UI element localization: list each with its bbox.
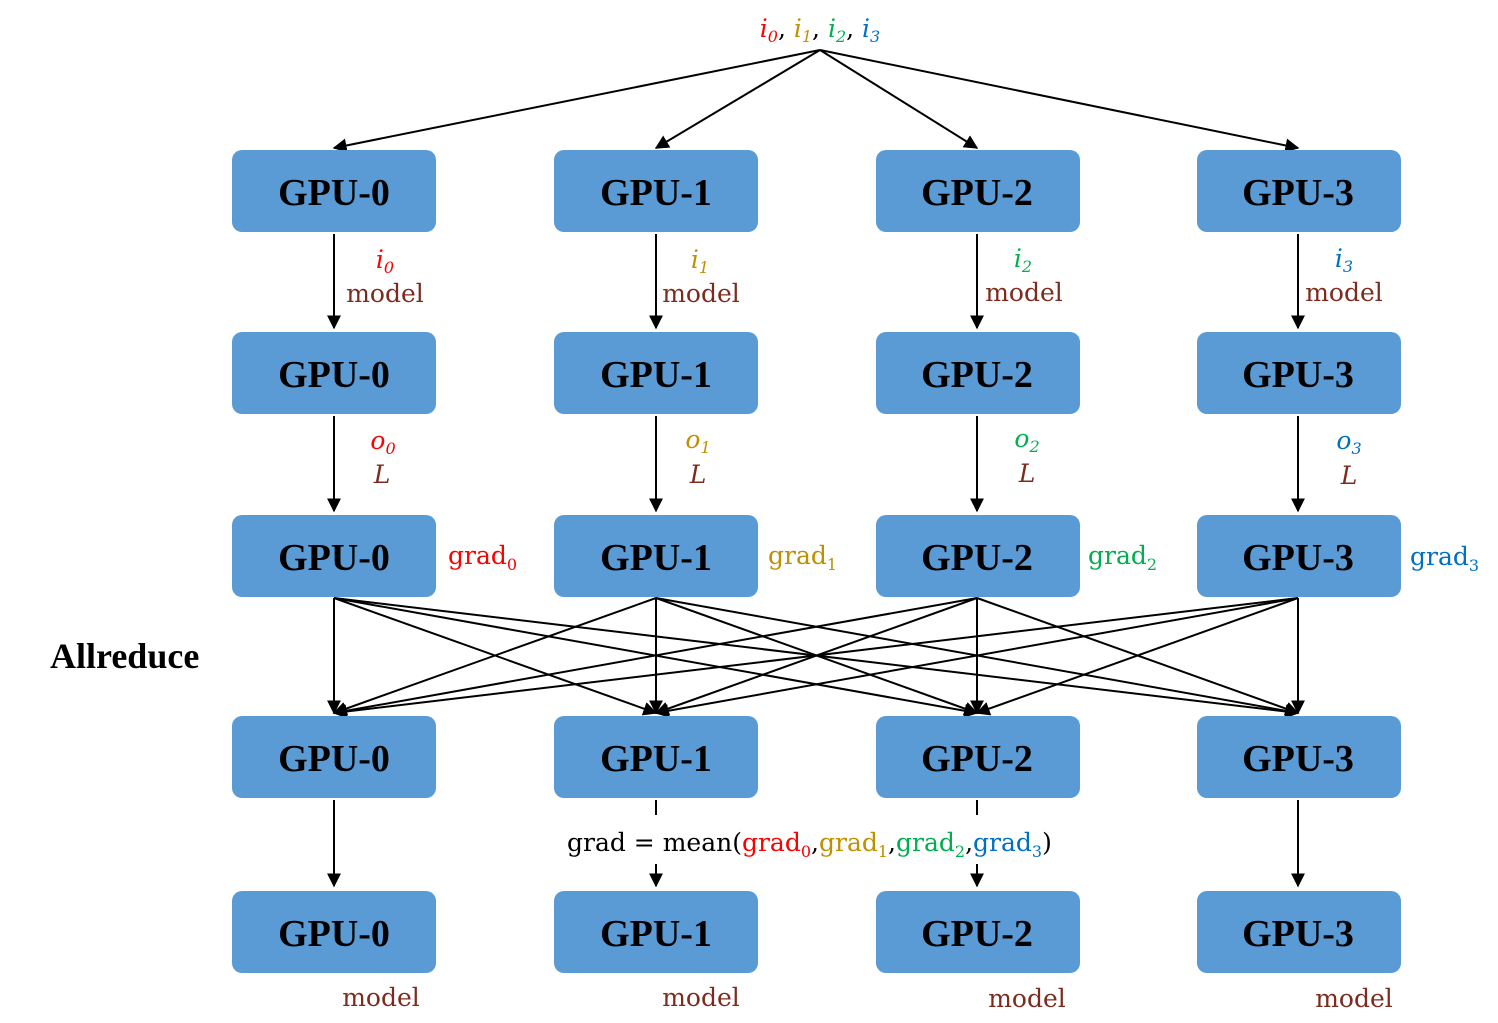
fanout-arrow-2 [819,49,979,149]
svg-text:L: L [1340,461,1358,490]
top-input-i1: i1 [794,14,812,46]
mean-formula: grad = mean(grad0,grad1,grad2,grad3) [567,828,1052,861]
grad-label-0: grad0 [448,541,517,574]
svg-text:i3: i3 [1335,244,1353,276]
gpu-box-r4-1: GPU-1 [554,716,758,798]
bottom-model-label-3: model [1315,984,1393,1013]
gpu-box-r3-2: GPU-2 [876,515,1080,597]
svg-text:GPU-2: GPU-2 [921,738,1033,780]
step1-label-0: i0 model [346,245,424,308]
svg-text:GPU-3: GPU-3 [1242,537,1354,579]
svg-text:GPU-2: GPU-2 [921,537,1033,579]
gpu-box-r5-2: GPU-2 [876,891,1080,973]
gpu-box-r1-2: GPU-2 [876,150,1080,232]
gpu-box-r2-2: GPU-2 [876,332,1080,414]
step1-label-3: i3 model [1305,244,1383,307]
svg-text:o2: o2 [1014,424,1039,456]
allreduce-edge-3-to-0 [332,597,1299,719]
top-input-i0: i0 [760,14,778,46]
gpu-box-r1-3: GPU-3 [1197,150,1401,232]
svg-text:o0: o0 [370,426,395,458]
svg-text:GPU-0: GPU-0 [278,913,390,955]
svg-text:GPU-1: GPU-1 [600,354,712,396]
gpu-box-r3-3: GPU-3 [1197,515,1401,597]
bottom-model-label-2: model [988,984,1066,1013]
step2-label-0: o0 L [370,426,395,489]
gpu-box-r3-1: GPU-1 [554,515,758,597]
svg-text:i0: i0 [376,245,394,277]
row2: GPU-0 GPU-1 GPU-2 GPU-3 [232,332,1401,414]
svg-text:i1: i1 [691,245,709,277]
svg-text:o3: o3 [1336,426,1361,458]
svg-text:model: model [346,279,424,308]
allreduce-edge-2-to-0 [332,597,978,718]
svg-text:model: model [662,279,740,308]
gpu-box-r2-0: GPU-0 [232,332,436,414]
svg-text:GPU-3: GPU-3 [1242,738,1354,780]
step2-label-2: o2 L [1014,424,1039,488]
step1-label-1: i1 model [662,245,740,308]
svg-text:GPU-2: GPU-2 [921,172,1033,214]
svg-text:GPU-1: GPU-1 [600,537,712,579]
row5: GPU-0 GPU-1 GPU-2 GPU-3 [232,891,1401,973]
gpu-box-r4-0: GPU-0 [232,716,436,798]
step1-label-2: i2 model [985,244,1063,307]
svg-text:GPU-0: GPU-0 [278,738,390,780]
fanout-arrow-0 [332,49,821,153]
svg-text:GPU-1: GPU-1 [600,913,712,955]
step2-label-1: o1 L [685,425,710,489]
svg-text:GPU-1: GPU-1 [600,172,712,214]
svg-text:GPU-3: GPU-3 [1242,172,1354,214]
gpu-box-r1-0: GPU-0 [232,150,436,232]
gpu-box-r4-3: GPU-3 [1197,716,1401,798]
gpu-box-r5-0: GPU-0 [232,891,436,973]
allreduce-edge-3-to-1 [654,597,1299,718]
svg-text:L: L [689,460,707,489]
top-input-label: i0, i1, i2, i3 [760,14,880,46]
gpu-box-r4-2: GPU-2 [876,716,1080,798]
svg-text:GPU-0: GPU-0 [278,537,390,579]
allreduce-label: Allreduce [50,636,199,676]
gpu-box-r2-1: GPU-1 [554,332,758,414]
fanout-arrow-1 [654,49,821,149]
svg-text:o1: o1 [685,425,710,457]
svg-text:GPU-1: GPU-1 [600,738,712,780]
grad-label-1: grad1 [768,541,837,574]
top-input-i3: i3 [862,14,880,46]
gpu-box-r5-1: GPU-1 [554,891,758,973]
row3: GPU-0 GPU-1 GPU-2 GPU-3 [232,515,1401,597]
svg-text:model: model [1305,278,1383,307]
svg-text:L: L [373,460,391,489]
svg-text:L: L [1018,459,1036,488]
top-input-i2: i2 [828,14,846,46]
step2-label-3: o3 L [1336,426,1361,490]
row4: GPU-0 GPU-1 GPU-2 GPU-3 [232,716,1401,798]
bottom-model-label-1: model [662,983,740,1012]
svg-text:GPU-2: GPU-2 [921,913,1033,955]
gpu-box-r1-1: GPU-1 [554,150,758,232]
svg-text:GPU-0: GPU-0 [278,172,390,214]
allreduce-edge-1-to-0 [332,597,657,716]
svg-text:i2: i2 [1014,244,1032,276]
gpu-box-r3-0: GPU-0 [232,515,436,597]
fanout-arrow-3 [819,49,1300,153]
grad-label-2: grad2 [1088,541,1157,574]
svg-text:GPU-3: GPU-3 [1242,354,1354,396]
allreduce-edge-3-to-2 [975,597,1299,716]
gpu-box-r5-3: GPU-3 [1197,891,1401,973]
svg-text:GPU-2: GPU-2 [921,354,1033,396]
gpu-box-r2-3: GPU-3 [1197,332,1401,414]
svg-text:GPU-3: GPU-3 [1242,913,1354,955]
bottom-model-label-0: model [342,983,420,1012]
row1: GPU-0 GPU-1 GPU-2 GPU-3 [232,150,1401,232]
grad-label-3: grad3 [1410,542,1479,575]
allreduce-edges [327,597,1305,719]
svg-text:GPU-0: GPU-0 [278,354,390,396]
svg-text:model: model [985,278,1063,307]
